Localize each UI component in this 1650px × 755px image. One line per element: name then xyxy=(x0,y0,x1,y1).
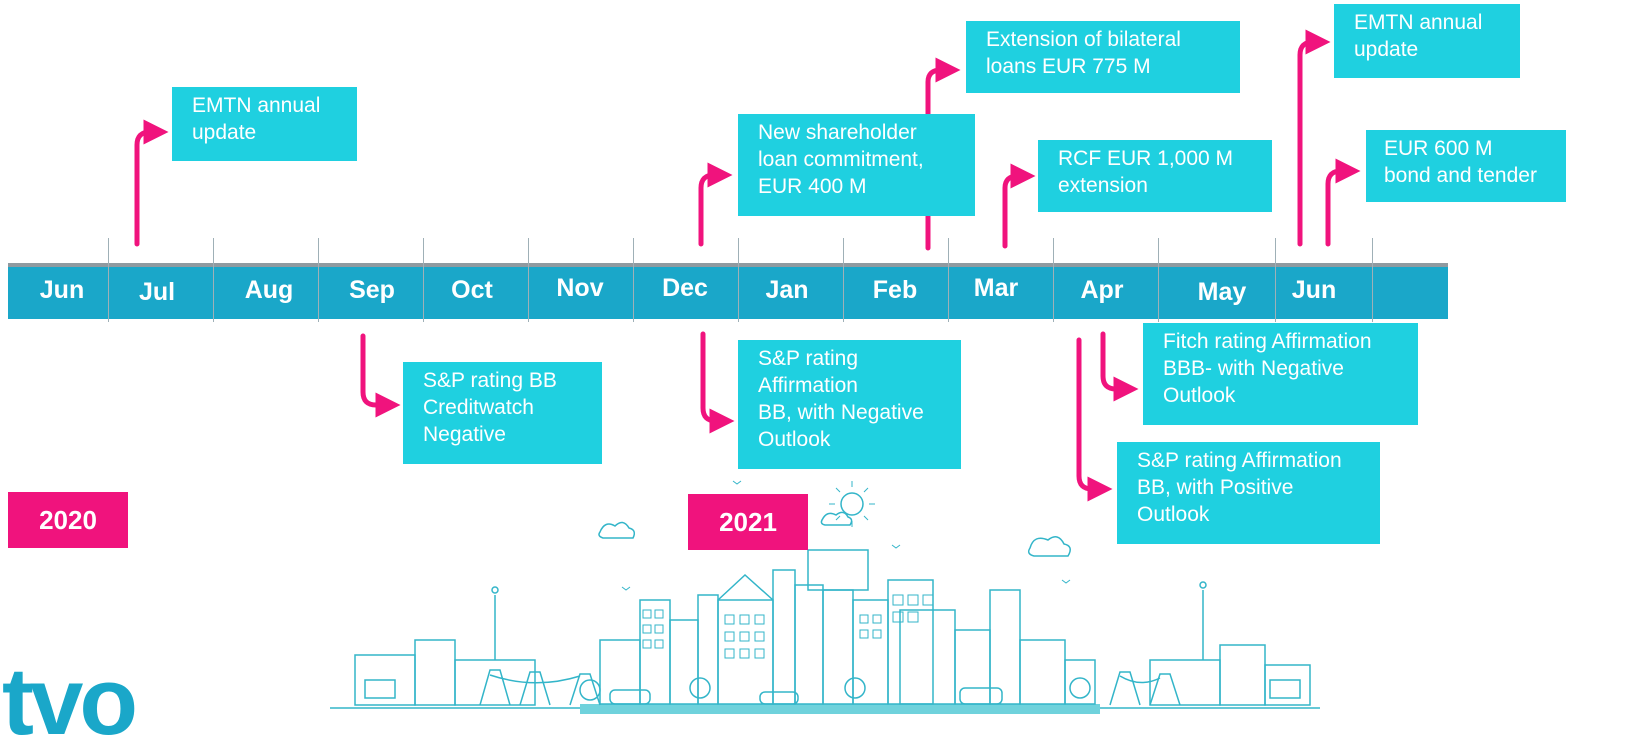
connector-jun-bond xyxy=(1325,158,1361,247)
event-line: Outlook xyxy=(758,428,831,451)
month-label-jun-2020: Jun xyxy=(39,276,85,304)
event-line: EMTN annual xyxy=(192,94,321,117)
event-line: S&P rating Affirmation xyxy=(1137,449,1342,472)
event-box-sep-sp-creditwatch: S&P rating BB Creditwatch Negative xyxy=(403,362,602,464)
month-divider xyxy=(633,238,634,322)
event-box-apr-fitch: Fitch rating Affirmation BBB- with Negat… xyxy=(1143,323,1418,425)
event-line: Outlook xyxy=(1163,384,1236,407)
connector-dec-above xyxy=(698,162,733,247)
event-box-jul-emtn: EMTN annual update xyxy=(172,87,357,161)
event-line: Affirmation xyxy=(758,374,858,397)
event-line: BB, with Negative xyxy=(758,401,924,424)
month-label-jan: Jan xyxy=(765,276,809,304)
month-divider xyxy=(528,238,529,322)
connector-dec-below xyxy=(700,331,735,434)
month-label-may: May xyxy=(1197,278,1247,306)
month-label-jul: Jul xyxy=(138,278,176,306)
event-line: loans EUR 775 M xyxy=(986,55,1151,78)
event-line: Negative xyxy=(423,423,506,446)
month-divider xyxy=(213,238,214,322)
event-line: Extension of bilateral xyxy=(986,28,1181,51)
event-line: EUR 400 M xyxy=(758,175,867,198)
connector-feb xyxy=(925,57,961,251)
event-line: EUR 600 M xyxy=(1384,137,1493,160)
timeline-bar-top-edge xyxy=(8,263,1448,267)
connector-apr-sp xyxy=(1076,337,1113,502)
event-box-feb-bilateral-loans: Extension of bilateral loans EUR 775 M xyxy=(966,21,1240,93)
connector-apr-fitch xyxy=(1100,331,1139,402)
month-label-aug: Aug xyxy=(244,276,294,304)
event-line: S&P rating BB xyxy=(423,369,557,392)
event-box-jun-emtn: EMTN annual update xyxy=(1334,4,1520,78)
event-box-apr-sp-positive: S&P rating Affirmation BB, with Positive… xyxy=(1117,442,1380,544)
month-divider xyxy=(1158,238,1159,322)
month-label-apr: Apr xyxy=(1080,276,1124,304)
event-line: New shareholder xyxy=(758,121,917,144)
event-line: update xyxy=(1354,38,1419,61)
month-divider xyxy=(738,238,739,322)
event-line: S&P rating xyxy=(758,347,859,370)
event-line: Fitch rating Affirmation xyxy=(1163,330,1372,353)
event-box-dec-shareholder-loan: New shareholder loan commitment, EUR 400… xyxy=(738,114,975,216)
month-divider xyxy=(318,238,319,322)
month-label-dec: Dec xyxy=(662,274,708,302)
event-line: Creditwatch xyxy=(423,396,534,419)
month-label-mar: Mar xyxy=(973,274,1019,302)
event-line: extension xyxy=(1058,174,1148,197)
month-divider xyxy=(843,238,844,322)
event-line: BBB- with Negative xyxy=(1163,357,1344,380)
year-badge-2020: 2020 xyxy=(8,492,128,548)
month-label-feb: Feb xyxy=(872,276,918,304)
connector-sep xyxy=(360,333,401,418)
month-label-oct: Oct xyxy=(451,276,493,304)
month-label-nov: Nov xyxy=(556,274,604,302)
month-divider xyxy=(1372,238,1373,322)
connector-mar xyxy=(1002,163,1036,249)
event-line: bond and tender xyxy=(1384,164,1537,187)
event-line: RCF EUR 1,000 M xyxy=(1058,147,1234,170)
timeline-bar xyxy=(8,263,1448,319)
year-badge-2021: 2021 xyxy=(688,494,808,550)
event-line: Outlook xyxy=(1137,503,1210,526)
month-label-jun-2021: Jun xyxy=(1291,276,1337,304)
event-box-jun-bond: EUR 600 M bond and tender xyxy=(1366,130,1566,202)
month-divider xyxy=(1053,238,1054,322)
event-box-mar-rcf: RCF EUR 1,000 M extension xyxy=(1038,140,1272,212)
event-line: BB, with Positive xyxy=(1137,476,1294,499)
connector-jun-emtn xyxy=(1297,29,1331,247)
event-line: EMTN annual xyxy=(1354,11,1483,34)
event-line: update xyxy=(192,121,257,144)
month-label-sep: Sep xyxy=(349,276,395,304)
month-divider xyxy=(108,238,109,322)
month-divider xyxy=(1275,238,1276,322)
event-line: loan commitment, xyxy=(758,148,924,171)
connector-jul xyxy=(134,119,169,247)
event-box-dec-sp-affirmation: S&P rating Affirmation BB, with Negative… xyxy=(738,340,961,469)
month-divider xyxy=(948,238,949,322)
month-divider xyxy=(423,238,424,322)
company-logo: tvo xyxy=(2,648,138,755)
